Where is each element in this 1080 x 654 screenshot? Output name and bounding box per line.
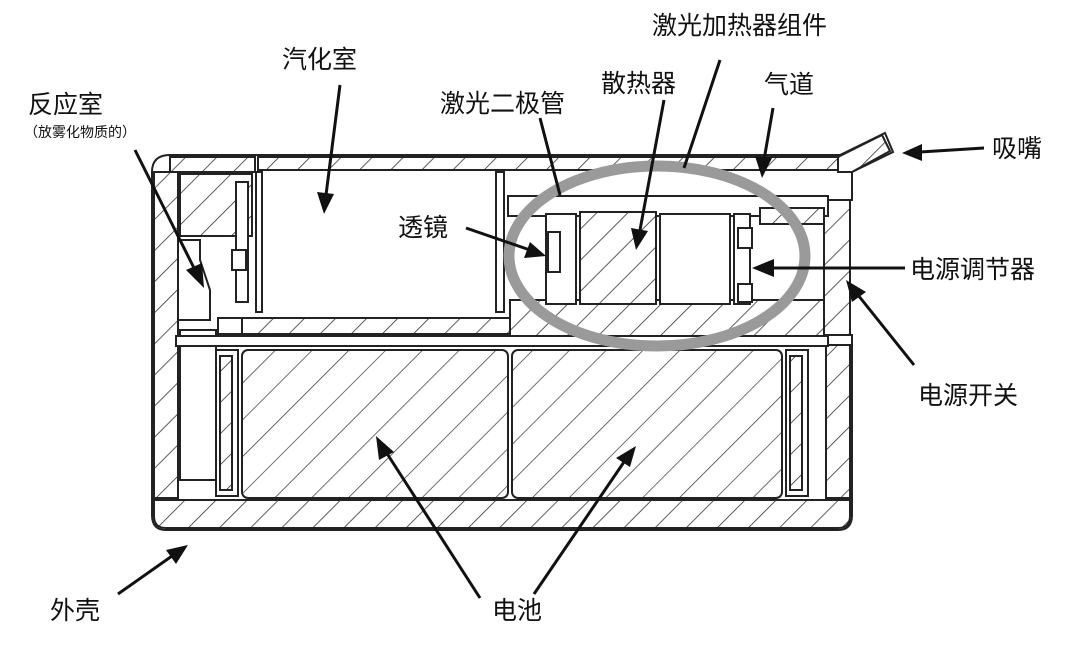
label-air-channel: 气道	[764, 70, 814, 99]
vaporization-chamber	[217, 171, 519, 335]
label-heat-sink: 散热器	[601, 69, 676, 98]
label-power-regulator: 电源调节器	[910, 255, 1035, 284]
leader-arrows	[117, 59, 985, 599]
label-mouthpiece: 吸嘴	[992, 134, 1042, 163]
label-battery: 电池	[492, 596, 542, 625]
battery-cell-right	[511, 349, 783, 499]
reaction-chamber	[178, 173, 253, 481]
label-power-switch: 电源开关	[918, 381, 1018, 410]
laser-heater-highlight-ring	[503, 160, 811, 352]
mouthpiece-tube	[837, 133, 892, 173]
battery-cell-left	[241, 349, 509, 499]
battery-compartment	[175, 335, 829, 497]
label-reaction-chamber-note: （放雾化物质的）	[24, 125, 136, 141]
heat-sink-block	[579, 211, 657, 305]
laser-heater-internals	[507, 195, 829, 337]
label-reaction-chamber: 反应室	[28, 90, 103, 119]
label-lens: 透镜	[398, 213, 448, 242]
label-laser-diode: 激光二极管	[440, 89, 565, 118]
label-vaporization-chamber: 汽化室	[282, 45, 357, 74]
label-housing: 外壳	[50, 596, 100, 625]
label-laser-heater-assembly: 激光加热器组件	[652, 11, 827, 40]
